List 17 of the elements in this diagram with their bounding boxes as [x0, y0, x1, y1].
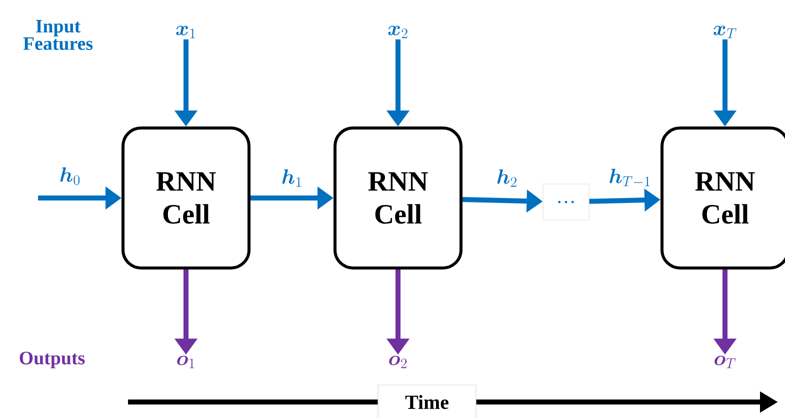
input-symbol: $\boldsymbol{x}_{2}$ [388, 26, 408, 38]
axis-label: Time [378, 384, 476, 418]
edge-label: $\boldsymbol{h}_{2}$ [497, 169, 516, 187]
input-symbol: $\boldsymbol{x}_{1}$ [176, 26, 195, 38]
output-symbol: $\boldsymbol{o}_{1}$ [177, 356, 194, 368]
input-symbol: $\boldsymbol{x}_{T}$ [714, 26, 736, 38]
output-symbol: $\boldsymbol{o}_{T}$ [714, 356, 736, 368]
output-symbol: $\boldsymbol{o}_{2}$ [389, 356, 407, 368]
side-label: Outputs [20, 352, 85, 368]
side-label: Input Features [23, 20, 93, 50]
edge-label: $\boldsymbol{h}_{T-1}$ [610, 168, 650, 186]
rnn-cell-box: RNN Cell [334, 126, 462, 270]
edge-label: $\boldsymbol{h}_{1}$ [282, 169, 302, 187]
rnn-cell-box: RNN Cell [660, 126, 785, 270]
edge-label: $\boldsymbol{h}_{0}$ [60, 167, 80, 186]
ellipsis-box: … [542, 184, 590, 220]
rnn-cell-box: RNN Cell [122, 126, 250, 270]
